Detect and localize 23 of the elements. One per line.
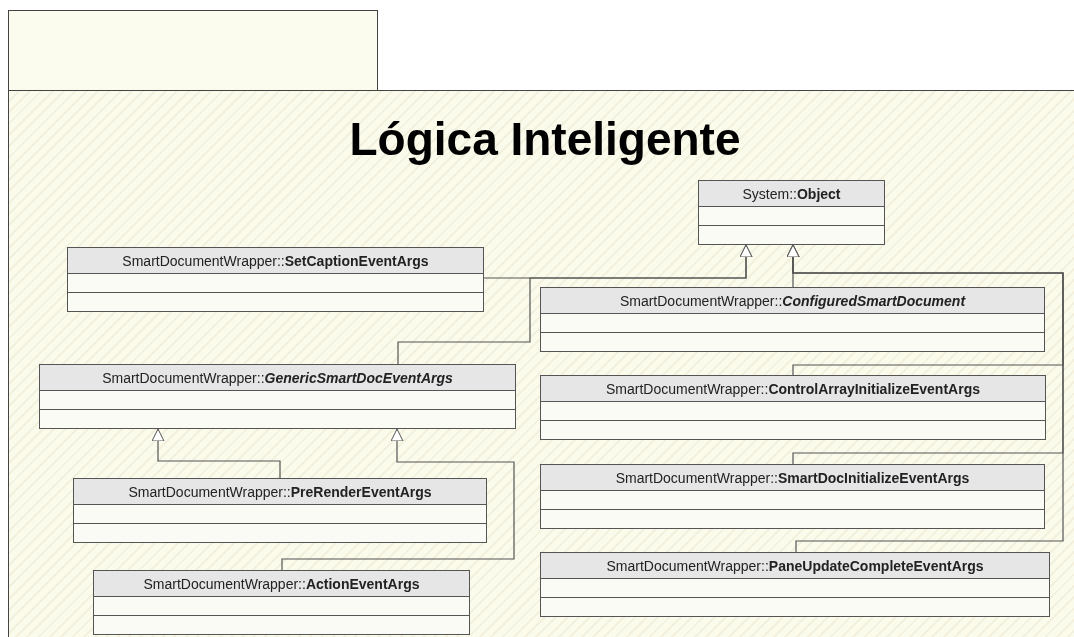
class-name: SmartDocumentWrapper::PaneUpdateCompleteEventArgs (606, 558, 984, 573)
class-box (698, 180, 885, 245)
class-name: SmartDocumentWrapper::PreRenderEventArgs (128, 484, 432, 499)
class-name: SmartDocumentWrapper::ControlArrayInitializeEventArgs (606, 381, 980, 396)
class-box (540, 464, 1045, 529)
class-box (67, 247, 484, 312)
inheritance-arrow (397, 244, 753, 365)
class-name: SmartDocumentWrapper::ConfiguredSmartDocument (619, 293, 966, 308)
class-name: SmartDocumentWrapper::ActionEventArgs (143, 576, 420, 591)
class-box (540, 287, 1045, 352)
class-name: SmartDocumentWrapper::SetCaptionEventArgs (122, 253, 429, 268)
class-box (39, 364, 516, 429)
class-box (93, 570, 470, 635)
package-tab (8, 10, 378, 91)
inheritance-arrow (151, 428, 281, 479)
class-box (540, 552, 1050, 617)
class-box (540, 375, 1046, 440)
inheritance-arrow (281, 428, 515, 571)
class-name: SmartDocumentWrapper::SmartDocInitializeEventArgs (615, 470, 970, 485)
class-box (73, 478, 487, 543)
class-name: SmartDocumentWrapper::GenericSmartDocEventArgs (102, 370, 453, 385)
class-name: System::Object (742, 186, 841, 201)
inheritance-arrow (786, 244, 1064, 553)
